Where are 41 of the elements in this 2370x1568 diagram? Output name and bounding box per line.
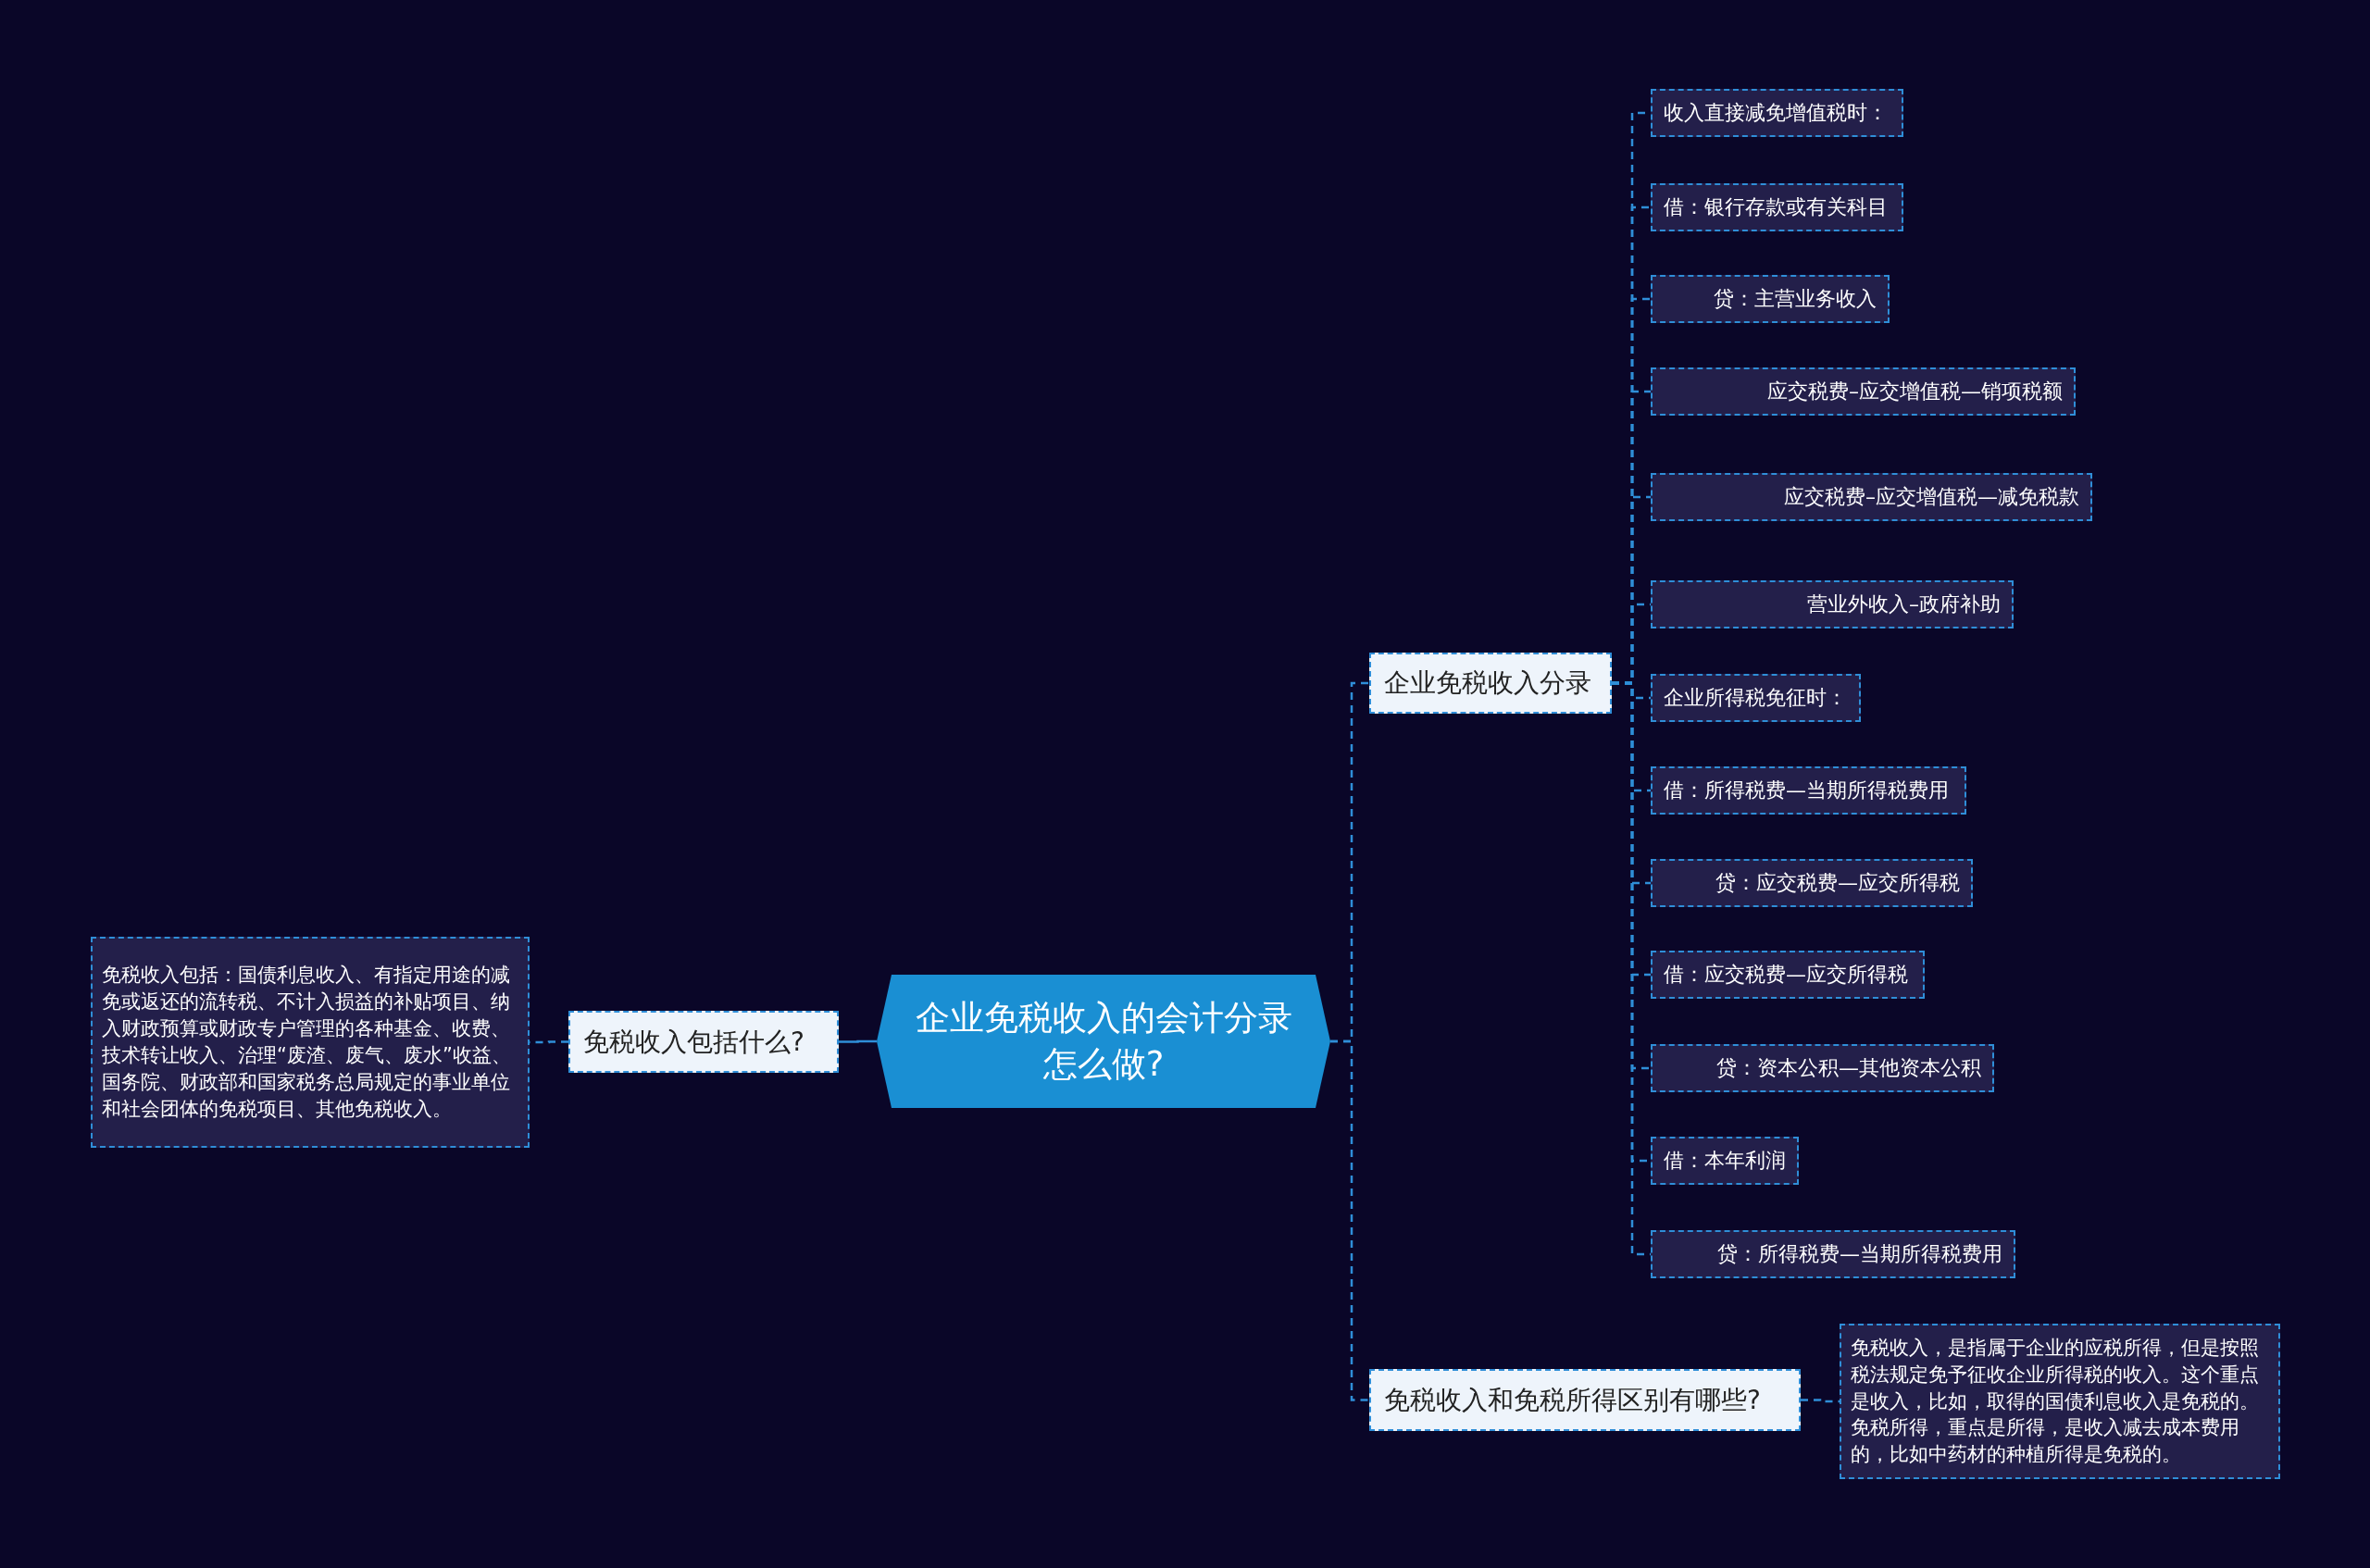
- node-text: 免税收入包括：国债利息收入、有指定用途的减免或返还的流转税、不计入损益的补贴项目、纳入财政预算或财政专户管理的各种基金、收费、技术转让收入、治理“废渣、废气、废水”收益、国务院、财政部和国家税务总局规定的事业单位和社会团体的免税项目、其他免税收入。: [102, 963, 512, 1122]
- entry-box: [1651, 89, 1903, 137]
- entry-box: [1651, 367, 2076, 416]
- entry-box: [1651, 766, 1966, 815]
- entry-box: [1651, 580, 2014, 628]
- central-topic-hexagon: [877, 975, 1330, 1108]
- node-text: 企业所得税免征时：: [1664, 684, 1848, 711]
- node-text: 免税收入包括什么?: [583, 1025, 805, 1059]
- topic-box: [568, 1011, 839, 1073]
- node-text: 借：所得税费—当期所得税费用: [1664, 777, 1950, 803]
- entry-box: [1651, 674, 1861, 722]
- node-text: 应交税费–应交增值税—减免税款: [1783, 483, 2079, 510]
- node-text: 免税收入和免税所得区别有哪些?: [1384, 1383, 1762, 1417]
- entry-box: [1651, 1230, 2015, 1278]
- connector-line: [1330, 1039, 1369, 1401]
- node-text: 免税收入，是指属于企业的应税所得，但是按照税法规定免予征收企业所得税的收入。这个重点是收入，比如，取得的国债利息收入是免税的。免税所得，重点是所得，是收入减去成本费用的，比如中药材的种植所得是免税的。: [1851, 1335, 2260, 1468]
- node-text: 借：本年利润: [1664, 1147, 1786, 1174]
- node-text: 企业免税收入的会计分录怎么做?: [914, 997, 1293, 1086]
- entry-box: [1651, 473, 2092, 521]
- node-text: 借：银行存款或有关科目: [1664, 193, 1889, 220]
- topic-box: [1369, 1369, 1801, 1431]
- entry-box: [1651, 1044, 1994, 1092]
- note-box: [91, 937, 530, 1148]
- node-text: 收入直接减免增值税时：: [1664, 99, 1889, 126]
- node-text: 应交税费–应交增值税—销项税额: [1766, 378, 2063, 404]
- entry-box: [1651, 1137, 1799, 1185]
- note-box: [1840, 1324, 2280, 1479]
- node-text: 贷：所得税费—当期所得税费用: [1716, 1240, 2002, 1267]
- connector-line: [1801, 1399, 1840, 1403]
- node-text: 借：应交税费—应交所得税: [1664, 961, 1909, 988]
- entry-box: [1651, 183, 1903, 231]
- entry-box: [1651, 951, 1925, 999]
- node-text: 贷：资本公积—其他资本公积: [1715, 1054, 1981, 1081]
- node-text: 营业外收入–政府补助: [1806, 591, 2001, 617]
- node-text: 贷：主营业务收入: [1713, 285, 1877, 312]
- entry-box: [1651, 859, 1973, 907]
- topic-box: [1369, 653, 1612, 714]
- node-text: 贷：应交税费—应交所得税: [1715, 869, 1960, 896]
- connector-line: [839, 1039, 877, 1043]
- node-text: 企业免税收入分录: [1384, 666, 1592, 700]
- entry-box: [1651, 275, 1890, 323]
